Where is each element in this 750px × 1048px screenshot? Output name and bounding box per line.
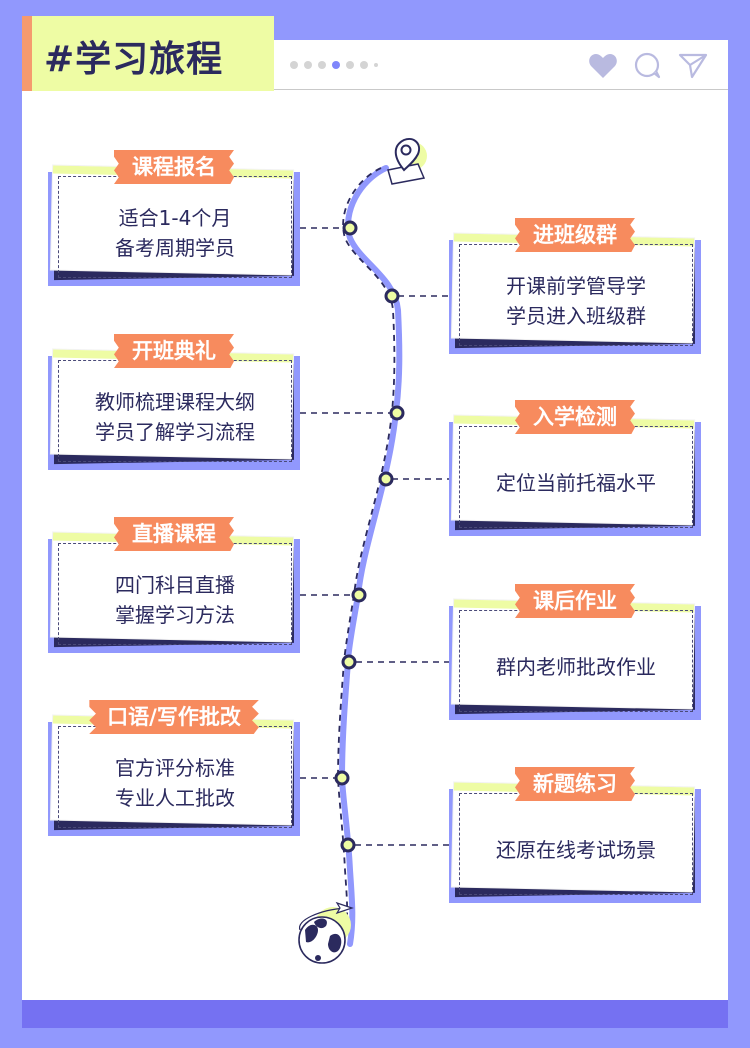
step-line: 适合1-4个月 [118,206,232,230]
step-title: 新题练习 [515,767,635,801]
step-description: 官方评分标准 专业人工批改 [58,738,292,828]
step-description: 群内老师批改作业 [459,622,693,712]
heart-icon[interactable] [588,53,618,79]
waypoint-dot [351,587,367,603]
waypoint-dot [340,837,356,853]
step-line: 四门科目直播 [115,573,235,597]
step-description: 开课前学管导学 学员进入班级群 [459,256,693,346]
step-line: 还原在线考试场景 [496,838,656,862]
step-card-entrance-test: 入学检测 定位当前托福水平 [449,400,701,536]
carousel-dot[interactable] [346,61,354,69]
carousel-dot[interactable] [374,63,378,67]
step-line: 学员了解学习流程 [95,420,255,444]
step-line: 开课前学管导学 [506,274,646,298]
page-title: #学习旅程 [44,39,224,80]
step-card-new-practice: 新题练习 还原在线考试场景 [449,767,701,903]
step-description: 定位当前托福水平 [459,438,693,528]
step-title: 入学检测 [515,400,635,434]
step-description: 四门科目直播 掌握学习方法 [58,555,292,645]
waypoint-dot [341,654,357,670]
map-pin-icon [387,138,427,185]
step-line: 定位当前托福水平 [496,471,656,495]
carousel-dot[interactable] [290,61,298,69]
waypoint-dot [378,471,394,487]
step-card-live-class: 直播课程 四门科目直播 掌握学习方法 [48,517,300,653]
step-description: 教师梳理课程大纲 学员了解学习流程 [58,372,292,462]
action-icons [588,52,708,80]
step-card-join-group: 进班级群 开课前学管导学 学员进入班级群 [449,218,701,354]
footer-band [22,1000,728,1028]
step-title: 开班典礼 [114,334,234,368]
step-title: 口语/写作批改 [89,700,259,734]
step-line: 群内老师批改作业 [496,655,656,679]
step-title: 课程报名 [114,150,234,184]
comment-icon[interactable] [634,52,662,80]
step-card-opening-ceremony: 开班典礼 教师梳理课程大纲 学员了解学习流程 [48,334,300,470]
title-tab: #学习旅程 [22,16,274,91]
send-icon[interactable] [678,53,708,79]
step-description: 还原在线考试场景 [459,805,693,895]
carousel-dot-active[interactable] [332,61,340,69]
carousel-dot[interactable] [360,61,368,69]
step-card-speaking-writing: 口语/写作批改 官方评分标准 专业人工批改 [48,700,300,836]
step-title: 直播课程 [114,517,234,551]
step-title: 进班级群 [515,218,635,252]
waypoint-dot [384,288,400,304]
step-line: 掌握学习方法 [115,603,235,627]
step-card-homework: 课后作业 群内老师批改作业 [449,584,701,720]
route-path [338,165,403,947]
step-title: 课后作业 [515,584,635,618]
carousel-dot[interactable] [304,61,312,69]
carousel-dot[interactable] [318,61,326,69]
route-waypoints [334,220,405,853]
waypoint-dot [342,220,358,236]
route-dashed-path [337,167,396,941]
step-description: 适合1-4个月 备考周期学员 [58,188,292,278]
step-line: 备考周期学员 [115,236,235,260]
step-line: 学员进入班级群 [506,304,646,328]
step-line: 专业人工批改 [115,786,235,810]
carousel-indicator[interactable] [290,61,378,69]
waypoint-dot [389,405,405,421]
waypoint-dot [334,770,350,786]
step-line: 官方评分标准 [115,756,235,780]
step-card-enrollment: 课程报名 适合1-4个月 备考周期学员 [48,150,300,286]
step-line: 教师梳理课程大纲 [95,390,255,414]
globe-airplane-icon [298,901,354,964]
